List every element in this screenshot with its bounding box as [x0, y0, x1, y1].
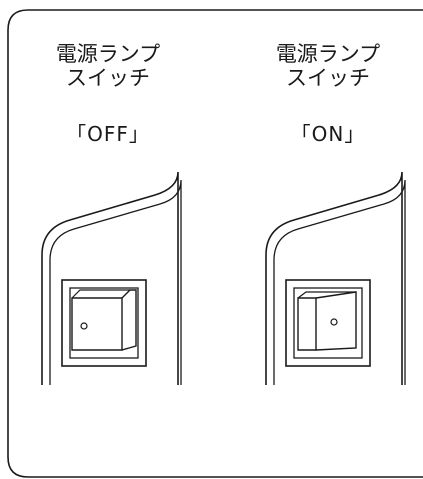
- outer-frame: [7, 9, 423, 478]
- rocker-side-off: [121, 289, 137, 351]
- panel-off-title: 電源ランプ スイッチ: [38, 42, 178, 90]
- panel-on-state: 「ON」: [290, 122, 366, 146]
- rocker-face-on-right: [315, 291, 357, 351]
- indicator-mark-on: [330, 318, 338, 326]
- panel-off-title-line2: スイッチ: [66, 66, 150, 90]
- housing-outline-outer-on: [265, 171, 403, 385]
- rocker-top-off: [71, 289, 130, 299]
- indicator-mark-off: [80, 322, 88, 330]
- switch-bezel-off: [61, 279, 147, 367]
- panel-on-title-line2: スイッチ: [286, 66, 370, 90]
- rocker-top-on: [297, 291, 356, 299]
- panel-on-title: 電源ランプ スイッチ: [258, 42, 398, 90]
- switch-opening-off: [69, 287, 139, 359]
- panel-off-illustration: [41, 171, 182, 385]
- switch-bezel-on: [285, 279, 371, 367]
- rocker-face-on-left: [297, 297, 317, 351]
- panel-off-state: 「OFF」: [66, 122, 150, 146]
- panel-on-title-line1: 電源ランプ: [275, 42, 381, 66]
- rocker-face-off: [71, 297, 123, 351]
- switch-opening-on: [293, 287, 363, 359]
- panel-on-illustration: [265, 171, 406, 385]
- panel-off-title-line1: 電源ランプ: [55, 42, 161, 66]
- housing-outline-inner-on: [273, 179, 406, 385]
- housing-outline-inner-off: [49, 179, 182, 385]
- housing-outline-outer-off: [41, 171, 179, 385]
